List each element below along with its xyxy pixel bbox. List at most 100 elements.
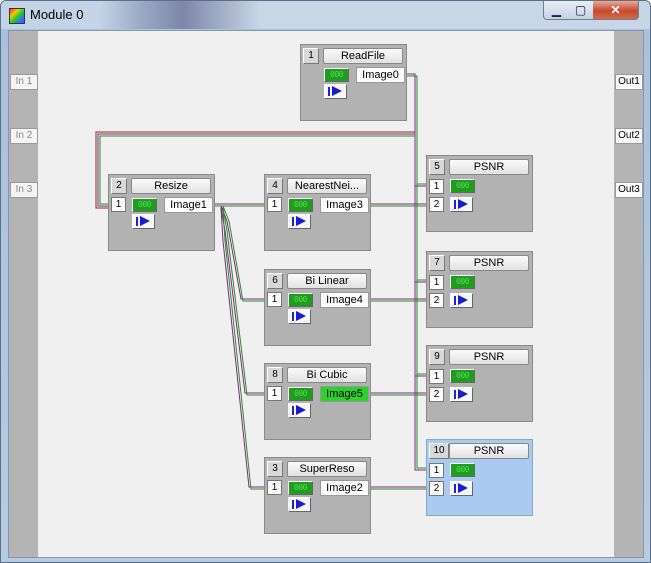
node-name-button[interactable]: PSNR xyxy=(449,255,529,271)
pause-bar-icon xyxy=(454,296,456,305)
wire-readfile-to-psnr xyxy=(407,73,427,471)
input-port-number[interactable]: 1 xyxy=(267,480,282,495)
graph-canvas[interactable]: In 1 In 2 In 3 Out1 Out2 Out3 xyxy=(8,30,644,558)
node-psnr-9[interactable]: 9 PSNR 1 000 2 xyxy=(426,345,533,422)
node-name-button[interactable]: PSNR xyxy=(449,349,529,365)
output-image5[interactable]: Image5 xyxy=(320,386,369,402)
play-button[interactable] xyxy=(450,293,473,308)
input-port-3[interactable]: In 3 xyxy=(10,182,38,198)
play-icon xyxy=(140,216,150,226)
title-bar[interactable]: Module 0 ▁ ▢ ✕ xyxy=(1,1,650,29)
node-id: 5 xyxy=(429,159,445,175)
input-port-number[interactable]: 1 xyxy=(429,369,444,384)
node-psnr-10[interactable]: 10 PSNR 1 000 2 xyxy=(426,439,533,516)
input-port-number[interactable]: 2 xyxy=(429,387,444,402)
lcd-display: 000 xyxy=(450,275,475,289)
input-port-panel: In 1 In 2 In 3 xyxy=(9,31,38,557)
pause-bar-icon xyxy=(136,217,138,226)
node-resize[interactable]: 2 Resize 1 000 Image1 xyxy=(108,174,215,251)
play-button[interactable] xyxy=(132,214,155,229)
play-button[interactable] xyxy=(288,403,311,418)
lcd-display: 000 xyxy=(324,68,349,82)
output-image0[interactable]: Image0 xyxy=(356,67,405,83)
play-icon xyxy=(458,199,468,209)
close-button[interactable]: ✕ xyxy=(593,1,639,20)
pause-bar-icon xyxy=(292,312,294,321)
wire-outputs-to-psnr xyxy=(370,203,427,490)
lcd-display: 000 xyxy=(288,481,313,495)
input-port-2[interactable]: In 2 xyxy=(10,128,38,144)
input-port-number[interactable]: 1 xyxy=(429,275,444,290)
node-readfile[interactable]: 1 ReadFile 000 Image0 xyxy=(300,44,407,121)
input-port-number[interactable]: 2 xyxy=(429,197,444,212)
lcd-display: 000 xyxy=(132,198,157,212)
play-button[interactable] xyxy=(450,387,473,402)
lcd-display: 000 xyxy=(450,463,475,477)
play-button[interactable] xyxy=(288,309,311,324)
play-icon xyxy=(296,216,306,226)
pause-bar-icon xyxy=(328,87,330,96)
node-bi-linear[interactable]: 6 Bi Linear 1 000 Image4 xyxy=(264,269,371,346)
output-image1[interactable]: Image1 xyxy=(164,197,213,213)
node-bi-cubic[interactable]: 8 Bi Cubic 1 000 Image5 xyxy=(264,363,371,440)
input-port-number[interactable]: 1 xyxy=(267,292,282,307)
node-name-button[interactable]: PSNR xyxy=(449,443,529,459)
node-id: 1 xyxy=(303,48,319,64)
node-id: 9 xyxy=(429,349,445,365)
play-icon xyxy=(296,499,306,509)
input-port-1[interactable]: In 1 xyxy=(10,74,38,90)
input-port-number[interactable]: 1 xyxy=(267,386,282,401)
play-icon xyxy=(332,86,342,96)
input-port-number[interactable]: 1 xyxy=(267,197,282,212)
input-port-number[interactable]: 2 xyxy=(429,293,444,308)
node-nearest-neighbor[interactable]: 4 NearestNei... 1 000 Image3 xyxy=(264,174,371,251)
minimize-button[interactable]: ▁ xyxy=(543,1,570,20)
input-port-number[interactable]: 2 xyxy=(429,481,444,496)
play-icon xyxy=(296,405,306,415)
output-image3[interactable]: Image3 xyxy=(320,197,369,213)
lcd-display: 000 xyxy=(450,369,475,383)
node-psnr-5[interactable]: 5 PSNR 1 000 2 xyxy=(426,155,533,232)
play-button[interactable] xyxy=(288,214,311,229)
pause-bar-icon xyxy=(454,390,456,399)
node-name-button[interactable]: ReadFile xyxy=(323,48,403,64)
play-button[interactable] xyxy=(288,497,311,512)
node-name-button[interactable]: Bi Cubic xyxy=(287,367,367,383)
input-port-number[interactable]: 1 xyxy=(429,179,444,194)
input-port-number[interactable]: 1 xyxy=(429,463,444,478)
play-icon xyxy=(458,389,468,399)
output-port-panel: Out1 Out2 Out3 xyxy=(614,31,643,557)
node-id: 7 xyxy=(429,255,445,271)
output-image2[interactable]: Image2 xyxy=(320,480,369,496)
lcd-display: 000 xyxy=(288,198,313,212)
maximize-button[interactable]: ▢ xyxy=(568,1,594,20)
pause-bar-icon xyxy=(292,406,294,415)
output-port-2[interactable]: Out2 xyxy=(615,128,643,144)
lcd-display: 000 xyxy=(288,387,313,401)
node-name-button[interactable]: NearestNei... xyxy=(287,178,367,194)
pause-bar-icon xyxy=(292,217,294,226)
input-port-number[interactable]: 1 xyxy=(111,197,126,212)
pause-bar-icon xyxy=(454,484,456,493)
app-icon xyxy=(9,8,25,24)
node-id: 10 xyxy=(429,443,449,459)
output-port-1[interactable]: Out1 xyxy=(615,74,643,90)
node-name-button[interactable]: SuperReso xyxy=(287,461,367,477)
node-name-button[interactable]: Bi Linear xyxy=(287,273,367,289)
node-id: 3 xyxy=(267,461,283,477)
play-icon xyxy=(458,483,468,493)
play-button[interactable] xyxy=(324,84,347,99)
play-button[interactable] xyxy=(450,197,473,212)
pause-bar-icon xyxy=(454,200,456,209)
node-psnr-7[interactable]: 7 PSNR 1 000 2 xyxy=(426,251,533,328)
node-name-button[interactable]: Resize xyxy=(131,178,211,194)
node-super-reso[interactable]: 3 SuperReso 1 000 Image2 xyxy=(264,457,371,534)
wire-resize-to-interpolators xyxy=(213,203,264,490)
play-button[interactable] xyxy=(450,481,473,496)
output-image4[interactable]: Image4 xyxy=(320,292,369,308)
lcd-display: 000 xyxy=(450,179,475,193)
node-name-button[interactable]: PSNR xyxy=(449,159,529,175)
window-title: Module 0 xyxy=(30,7,84,22)
output-port-3[interactable]: Out3 xyxy=(615,182,643,198)
